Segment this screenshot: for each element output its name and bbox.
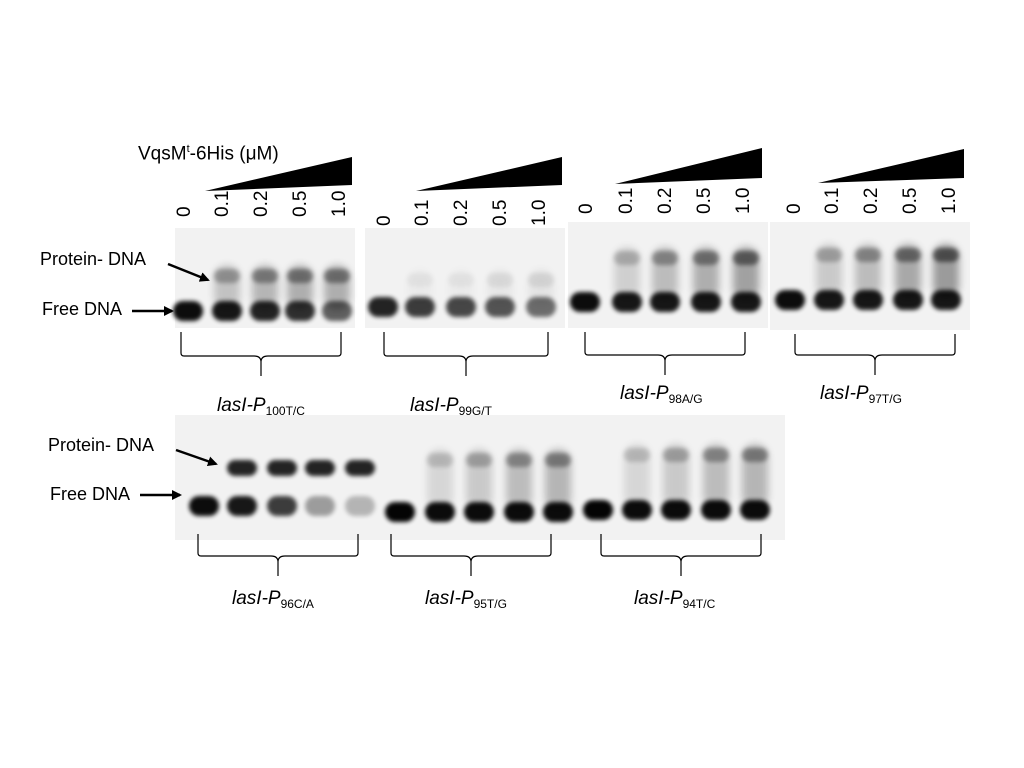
lane-label-4-3: 0.2 <box>861 187 882 214</box>
gene-label-6: lasI-P95T/G <box>425 588 507 611</box>
complex-band-1-4 <box>287 269 313 283</box>
brace-7 <box>600 534 762 563</box>
complex-band-6-5 <box>545 453 571 467</box>
gene-label-3: lasI-P98A/G <box>620 383 703 406</box>
free-dna-band-5-2 <box>227 496 257 516</box>
free-dna-band-6-1 <box>385 502 415 522</box>
complex-band-7-2 <box>624 448 650 462</box>
lane-label-1-2: 0.1 <box>212 190 233 217</box>
lane-label-2-4: 0.5 <box>490 199 511 226</box>
complex-band-4-3 <box>855 248 881 262</box>
complex-band-4-4 <box>895 248 921 262</box>
free-dna-band-3-1 <box>570 292 600 312</box>
free-dna-band-5-5 <box>345 496 375 516</box>
complex-band-2-4 <box>487 273 513 287</box>
free-dna-band-5-4 <box>305 496 335 516</box>
lane-label-2-5: 1.0 <box>529 199 550 226</box>
brace-6 <box>390 534 552 563</box>
lane-label-1-4: 0.5 <box>290 190 311 217</box>
brace-2 <box>383 332 549 363</box>
brace-3 <box>584 332 746 362</box>
arrow-protein-dna-top <box>167 262 210 282</box>
free-dna-band-2-2 <box>405 297 435 317</box>
lane-label-3-2: 0.1 <box>616 187 637 214</box>
complex-band-4-2 <box>816 248 842 262</box>
gene-label-4: lasI-P97T/G <box>820 383 902 406</box>
complex-band-6-4 <box>506 453 532 467</box>
complex-band-1-3 <box>252 269 278 283</box>
free-dna-band-2-3 <box>446 297 476 317</box>
free-dna-label-top: Free DNA <box>42 299 123 319</box>
gene-label-7: lasI-P94T/C <box>634 588 716 611</box>
complex-band-7-5 <box>742 448 768 462</box>
complex-band-7-4 <box>703 448 729 462</box>
complex-band-2-2 <box>407 273 433 287</box>
free-dna-band-5-3 <box>267 496 297 516</box>
complex-band-5-5 <box>345 460 375 476</box>
complex-band-5-2 <box>227 460 257 476</box>
free-dna-band-2-1 <box>368 297 398 317</box>
complex-band-2-5 <box>528 273 554 287</box>
free-dna-band-5-1 <box>189 496 219 516</box>
free-dna-band-4-1 <box>775 290 805 310</box>
gene-label-5: lasI-P96C/A <box>232 588 314 611</box>
lane-label-2-3: 0.2 <box>451 199 472 226</box>
complex-band-4-5 <box>933 248 959 262</box>
lane-label-4-4: 0.5 <box>900 187 921 214</box>
lane-label-1-5: 1.0 <box>329 190 350 217</box>
lane-label-2-2: 0.1 <box>412 199 433 226</box>
brace-4 <box>794 334 956 362</box>
complex-band-1-2 <box>214 269 240 283</box>
complex-band-6-3 <box>466 453 492 467</box>
complex-band-5-4 <box>305 460 335 476</box>
free-dna-band-7-1 <box>583 500 613 520</box>
lane-label-2-1: 0 <box>374 215 395 226</box>
arrow-protein-dna-bottom <box>175 448 218 467</box>
lane-label-3-4: 0.5 <box>694 187 715 214</box>
gene-label-1: lasI-P100T/C <box>217 395 305 418</box>
lane-label-3-5: 1.0 <box>733 187 754 214</box>
lane-label-4-2: 0.1 <box>822 187 843 214</box>
brace-5 <box>197 534 359 563</box>
brace-1 <box>180 332 342 363</box>
lane-label-4-1: 0 <box>784 203 805 214</box>
wedge-2 <box>416 157 562 191</box>
wedge-4 <box>818 149 964 183</box>
protein-dna-label-bottom: Protein- DNA <box>48 435 155 455</box>
protein-dna-label-top: Protein- DNA <box>40 249 147 269</box>
complex-band-2-3 <box>448 273 474 287</box>
complex-band-5-3 <box>267 460 297 476</box>
lane-label-3-3: 0.2 <box>655 187 676 214</box>
wedge-1 <box>205 157 352 191</box>
lane-label-4-5: 1.0 <box>939 187 960 214</box>
gene-label-2: lasI-P99G/T <box>410 395 492 418</box>
complex-band-3-3 <box>652 251 678 265</box>
concentration-label: VqsMt-6His (μM) <box>138 143 279 165</box>
lane-label-1-3: 0.2 <box>251 190 272 217</box>
wedge-3 <box>615 148 762 184</box>
complex-band-1-5 <box>324 269 350 283</box>
complex-band-3-2 <box>614 251 640 265</box>
complex-band-3-4 <box>693 251 719 265</box>
complex-band-3-5 <box>733 251 759 265</box>
lane-label-1-1: 0 <box>174 206 195 217</box>
complex-band-7-3 <box>663 448 689 462</box>
lane-label-3-1: 0 <box>576 203 597 214</box>
free-dna-band-1-1 <box>173 301 203 321</box>
free-dna-label-bottom: Free DNA <box>50 484 131 504</box>
complex-band-6-2 <box>427 453 453 467</box>
